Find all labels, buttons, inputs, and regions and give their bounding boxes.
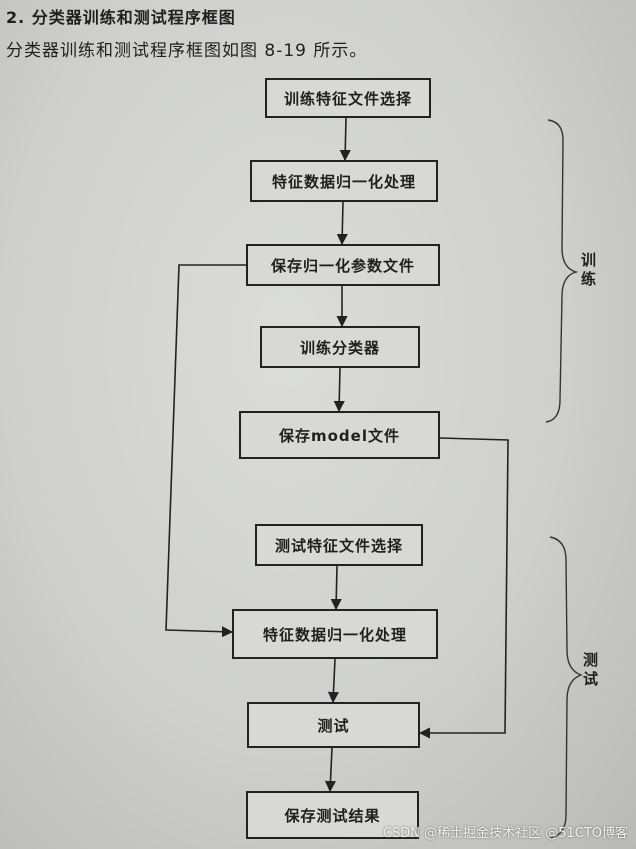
box-train-normalize: 特征数据归一化处理 bbox=[250, 160, 438, 202]
box-save-test-results: 保存测试结果 bbox=[246, 791, 419, 839]
box-save-model: 保存model文件 bbox=[239, 411, 440, 459]
train-label: 训练 bbox=[579, 252, 597, 290]
train-brace bbox=[545, 119, 579, 423]
box-save-normalize-params: 保存归一化参数文件 bbox=[246, 244, 440, 286]
arrow-b4-b5 bbox=[333, 367, 345, 413]
box-test: 测试 bbox=[247, 702, 420, 748]
watermark: CSDN @稀土掘金技术社区 @51CTO博客 bbox=[382, 826, 628, 841]
box-train-feature-select: 训练特征文件选择 bbox=[265, 78, 431, 118]
box-train-classifier: 训练分类器 bbox=[260, 326, 420, 368]
arrow-b8-b9 bbox=[324, 747, 337, 793]
test-brace bbox=[549, 536, 584, 839]
box-test-normalize: 特征数据归一化处理 bbox=[232, 609, 438, 659]
arrow-b6-b7 bbox=[330, 565, 342, 611]
arrow-b1-b2 bbox=[339, 117, 351, 162]
section-heading: 2. 分类器训练和测试程序框图 bbox=[6, 8, 236, 27]
arrow-b3-to-b7 bbox=[165, 264, 246, 638]
arrow-b7-b8 bbox=[327, 658, 340, 704]
box-test-feature-select: 测试特征文件选择 bbox=[255, 524, 423, 566]
arrow-b5-to-b8 bbox=[418, 437, 509, 739]
intro-text: 分类器训练和测试程序框图如图 8-19 所示。 bbox=[6, 41, 368, 61]
test-label: 测试 bbox=[581, 652, 599, 690]
arrow-b2-b3 bbox=[336, 201, 348, 246]
